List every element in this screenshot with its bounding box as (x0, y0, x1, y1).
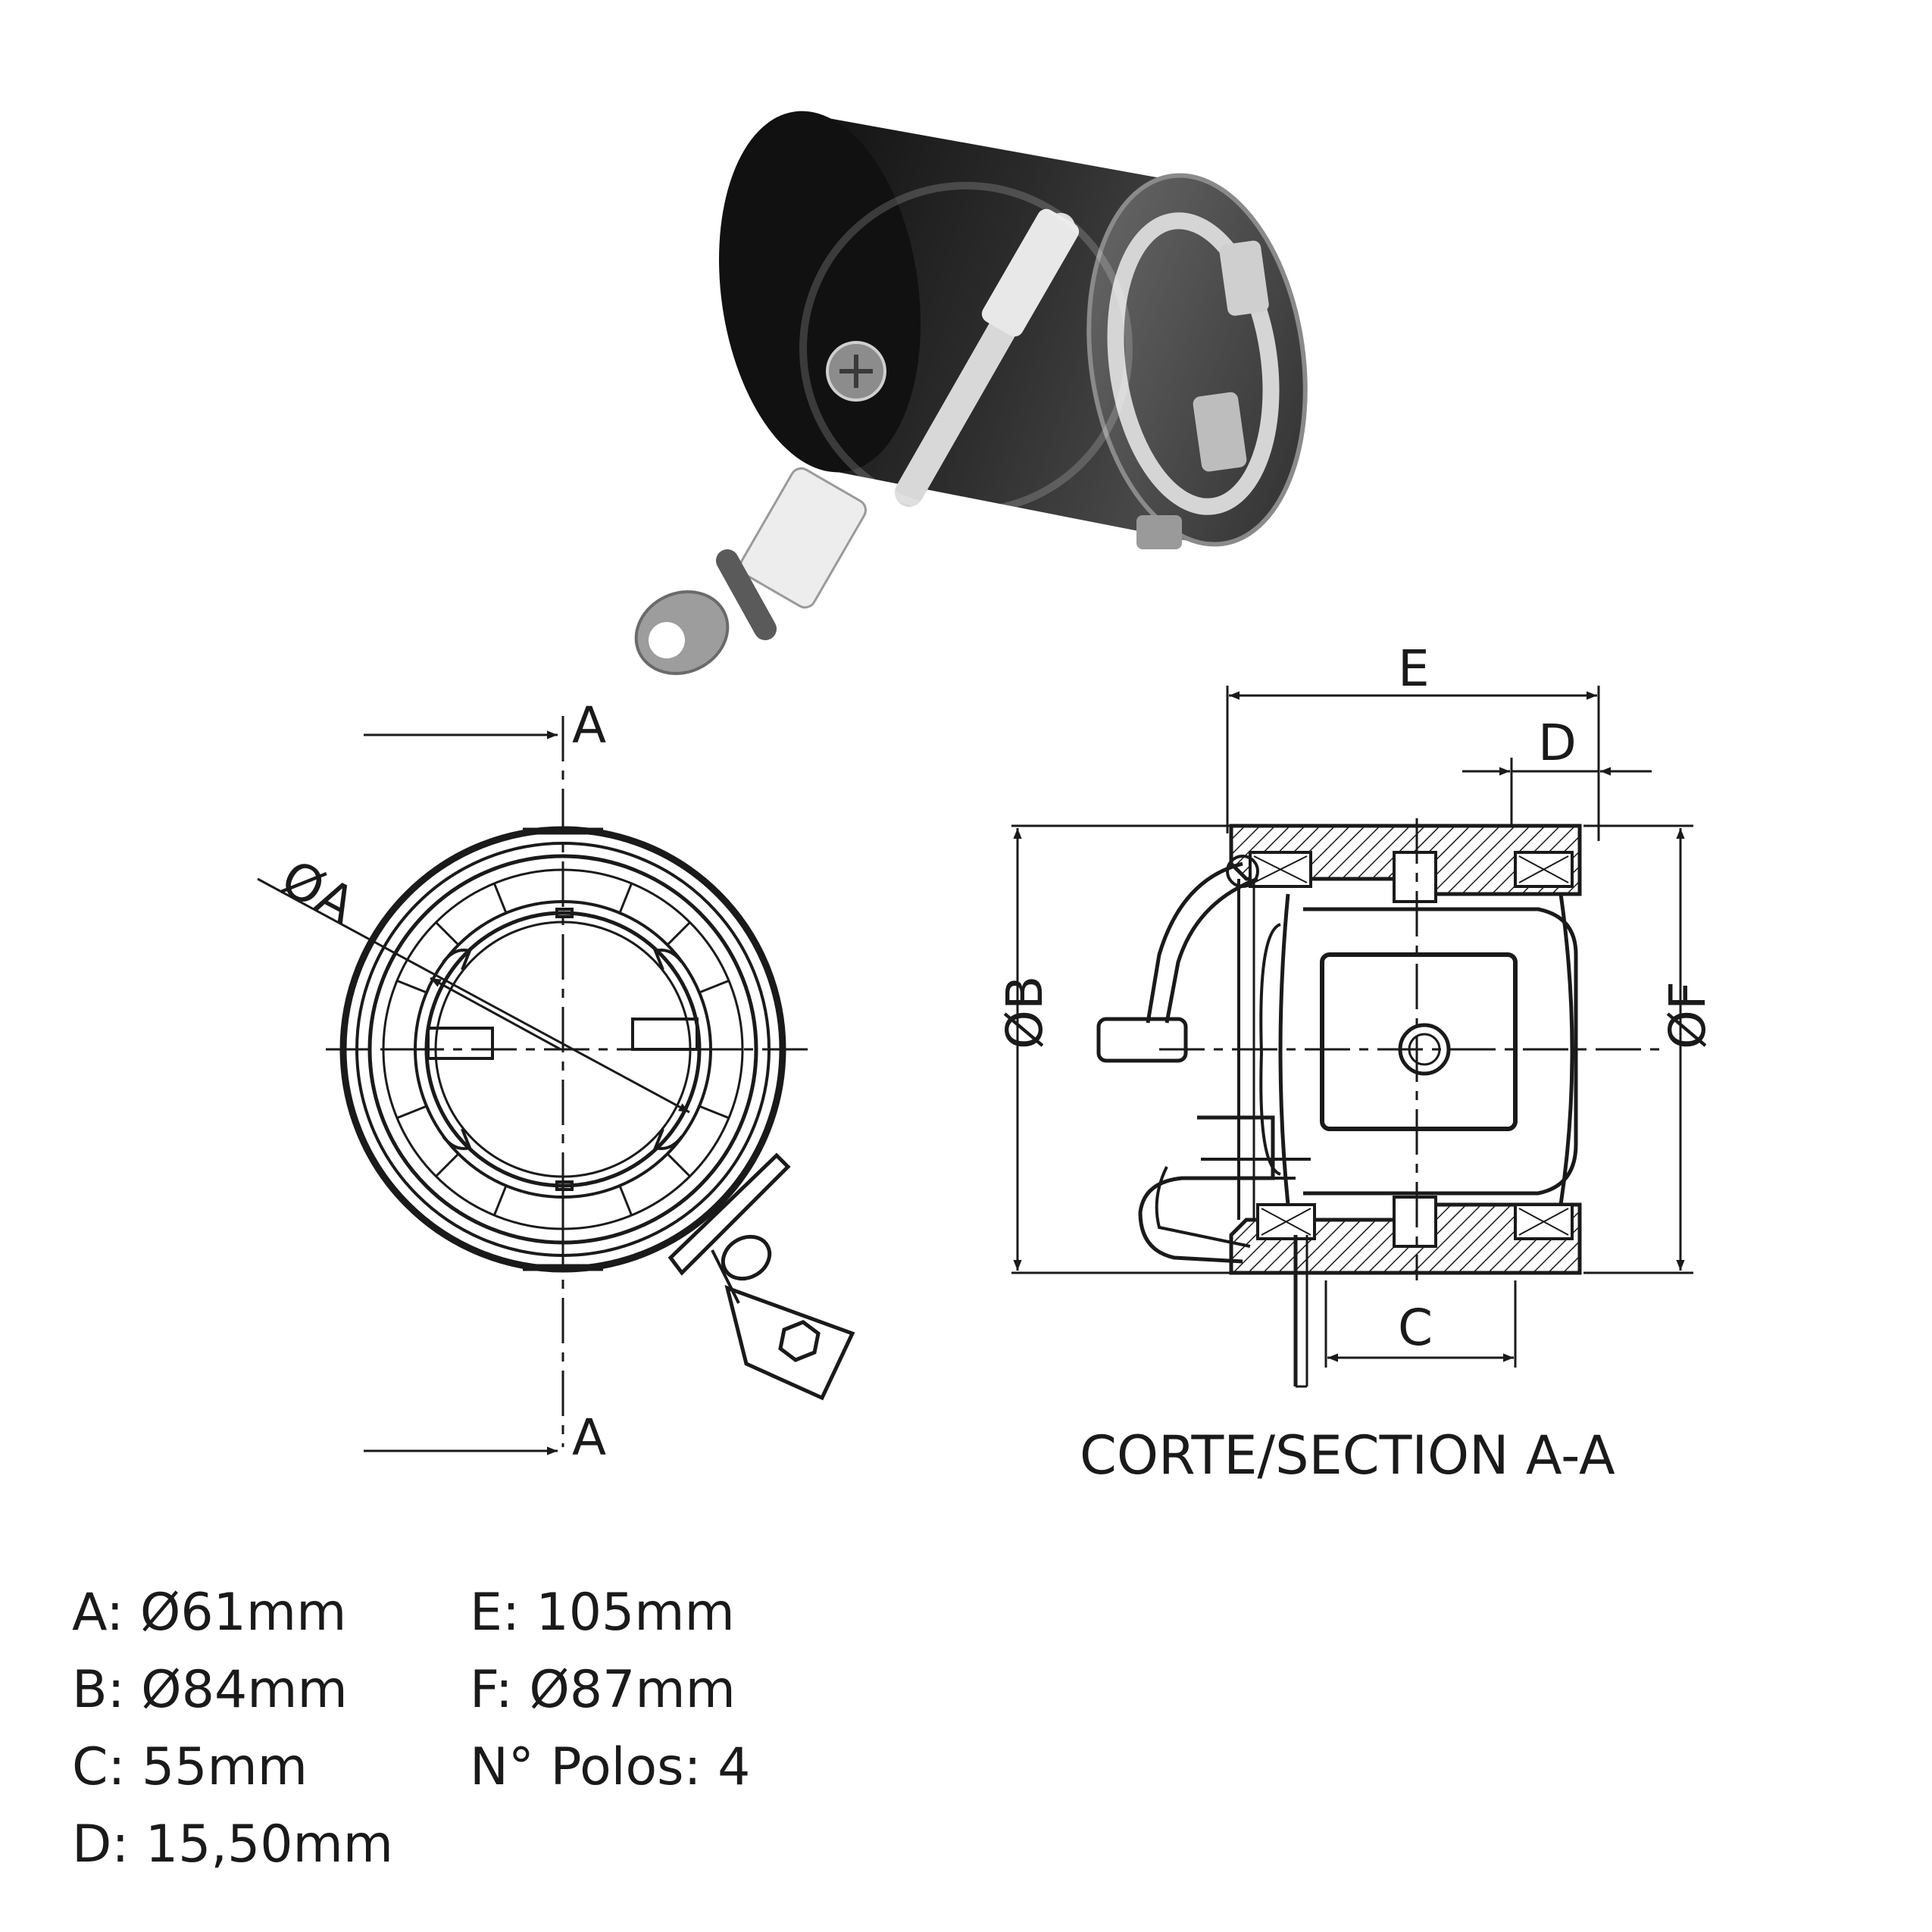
pole-piece (1320, 952, 1518, 1131)
insulator-sleeve (739, 467, 868, 609)
section-view (1011, 686, 1693, 1388)
front-terminal (667, 1152, 855, 1401)
section-label-top: A (572, 696, 606, 755)
field-coil (1278, 893, 1290, 1205)
dim-d-label: D (1538, 714, 1577, 772)
dim-e-label: E (1398, 639, 1430, 698)
specs-left-column: A: Ø61mm B: Ø84mm C: 55mm D: 15,50mm (72, 1574, 393, 1884)
section-title: CORTE/SECTION A-A (1080, 1424, 1615, 1487)
segment-ticks (383, 870, 742, 1229)
watermark-ring (799, 182, 1133, 515)
spec-a: A: Ø61mm (72, 1583, 347, 1643)
product-photo (634, 111, 1308, 675)
pole-shoes (427, 908, 699, 1191)
lead-wire-section (1146, 861, 1243, 1024)
dim-b-label: ØB (996, 976, 1054, 1049)
spec-f: F: Ø87mm (470, 1660, 736, 1720)
spec-c: C: 55mm (72, 1737, 308, 1797)
spec-b: B: Ø84mm (72, 1660, 348, 1720)
lower-terminal (1138, 1115, 1275, 1264)
terminal-block (1096, 1017, 1188, 1063)
diameter-a-label: ØA (272, 849, 364, 935)
section-label-bottom: A (572, 1408, 606, 1467)
extension-lines (1011, 686, 1693, 1368)
spec-d: D: 15,50mm (72, 1815, 394, 1874)
diameter-a-leader (257, 877, 690, 1114)
specs-right-column: E: 105mm F: Ø87mm N° Polos: 4 (470, 1574, 750, 1806)
spec-e: E: 105mm (470, 1583, 735, 1643)
front-view (257, 716, 855, 1455)
dim-f-label: ØF (1658, 981, 1717, 1049)
spec-poles: N° Polos: 4 (470, 1737, 751, 1797)
dim-c-label: C (1398, 1299, 1433, 1357)
